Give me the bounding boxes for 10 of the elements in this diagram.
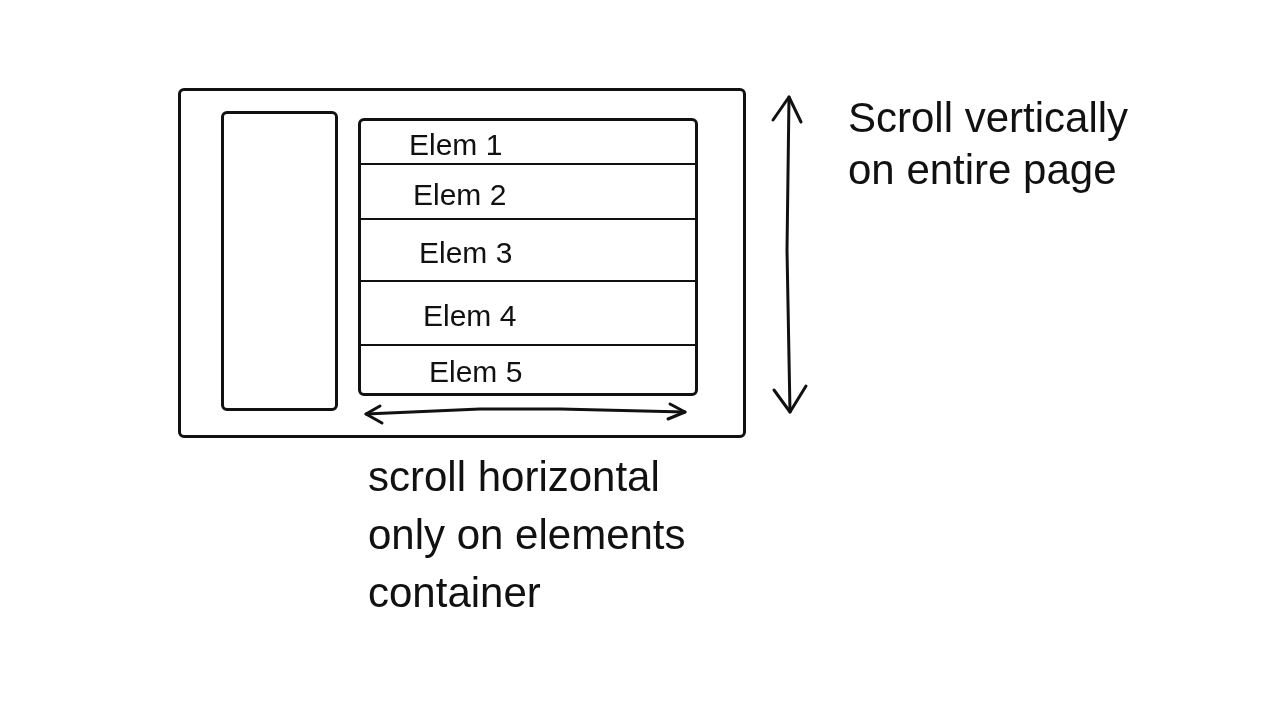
annotation-text: Scroll vertically on entire page <box>848 93 1130 195</box>
sidebar-panel <box>221 111 338 411</box>
annotation-text: scroll horizontal only on elements container <box>368 452 687 618</box>
row-label: Elem 2 <box>413 177 507 212</box>
row-label: Elem 1 <box>409 128 503 162</box>
row-label: Elem 5 <box>429 354 523 389</box>
row-label: Elem 3 <box>419 236 513 270</box>
scroll-container <box>358 118 698 396</box>
row-label: Elem 4 <box>423 299 517 333</box>
page-frame <box>178 88 746 438</box>
